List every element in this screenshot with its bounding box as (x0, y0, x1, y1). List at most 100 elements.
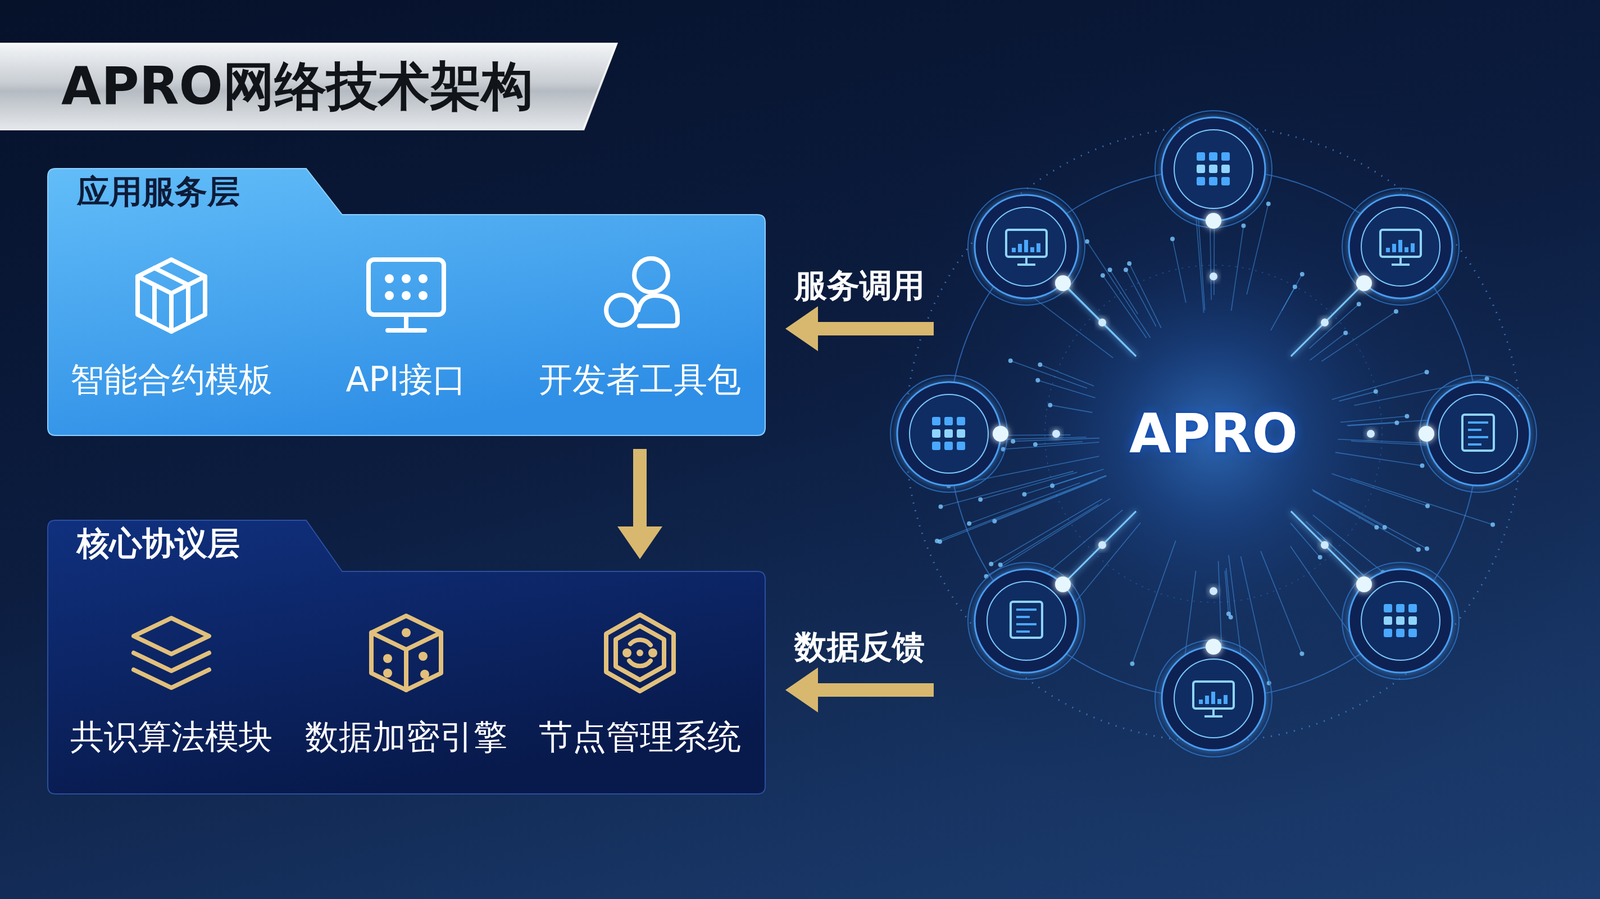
panel-shape (47, 168, 766, 436)
decor-circle (606, 294, 637, 326)
decor-circle (937, 539, 943, 544)
decor-path (185, 284, 191, 324)
decor-line (1039, 364, 1094, 386)
decor-circle (1174, 658, 1253, 738)
decor-line (1347, 422, 1397, 426)
decor-line (1332, 473, 1428, 506)
decor-line (1016, 630, 1030, 633)
decor-circle (1126, 261, 1132, 266)
decor-rect (1385, 247, 1390, 253)
arrow-label: 数据反馈 (794, 626, 925, 667)
decor-line (1003, 442, 1100, 450)
decor-circle (967, 562, 1085, 680)
decor-line (969, 482, 1080, 524)
decor-line (1391, 263, 1410, 266)
decor-circle (1356, 275, 1372, 292)
decor-circle (1241, 223, 1246, 229)
box-icon (137, 259, 206, 332)
decor-circle (1343, 330, 1348, 336)
decor-circle (418, 651, 428, 661)
decor-rect (1011, 247, 1016, 253)
decor-circle (1320, 541, 1329, 549)
decor-circle (1419, 463, 1425, 468)
decor-rect (1408, 603, 1417, 613)
decor-circle (1425, 503, 1430, 508)
decor-circle (988, 561, 994, 567)
decor-circle (1418, 425, 1435, 442)
decor-line (1037, 380, 1095, 398)
layer-heading: 核心协议层 (76, 520, 240, 567)
decor-rect (1462, 414, 1494, 451)
decor-circle (1426, 382, 1530, 486)
decor-circle (1361, 207, 1440, 286)
decor-circle (1394, 420, 1399, 425)
flow-arrow (633, 448, 647, 528)
decor-line (1339, 502, 1385, 528)
decor-circle (1366, 429, 1375, 438)
layer-panel: 核心协议层共识算法模块数据加密引擎节点管理系统 (47, 520, 766, 794)
decor-circle (401, 291, 411, 300)
decor-rect (956, 429, 966, 438)
decor-circle (1161, 117, 1266, 221)
decor-line (1010, 360, 1088, 389)
network-glow (820, 40, 1600, 827)
decor-circle (1300, 271, 1305, 277)
decor-line (1016, 623, 1037, 626)
decor-path (606, 614, 674, 692)
decor-circle (967, 188, 1085, 306)
decor-rect (1221, 176, 1230, 186)
decor-line (1066, 511, 1136, 581)
network-illustration (890, 110, 1537, 757)
decor-path (638, 295, 678, 326)
hub-label: APRO (933, 402, 1494, 466)
decor-g (1155, 638, 1272, 757)
decor-path (152, 284, 157, 324)
decor-circle (384, 274, 394, 284)
decor-circle (383, 668, 393, 678)
decor-line (1467, 421, 1489, 424)
decor-rect (944, 429, 953, 438)
diagram-title: APRO网络技术架构 (61, 42, 534, 131)
decor-circle (1161, 646, 1266, 750)
decor-circle (1084, 239, 1090, 244)
decor-g (1418, 375, 1537, 493)
module-item: 节点管理系统 (519, 604, 761, 774)
decor-rect (1410, 243, 1415, 253)
decor-rect (1396, 616, 1405, 625)
decor-line (1290, 523, 1321, 558)
decor-rect (1383, 616, 1393, 625)
decor-circle (1226, 611, 1231, 617)
decor-circle (622, 648, 632, 658)
decor-line (1312, 491, 1377, 528)
decor-circle (987, 581, 1066, 661)
decor-circle (1055, 576, 1071, 593)
decor-circle (1047, 402, 1053, 408)
layer-panel: 应用服务层智能合约模板API接口开发者工具包 (47, 168, 766, 436)
module-label: 共识算法模块 (50, 714, 293, 759)
decor-path (137, 276, 206, 294)
decor-circle (1320, 318, 1329, 327)
decor-rect (944, 441, 953, 450)
decor-rect (1017, 243, 1022, 253)
decor-rect (1408, 628, 1417, 638)
decor-line (1132, 540, 1176, 664)
decor-circle (1209, 272, 1218, 281)
module-label: 节点管理系统 (519, 714, 761, 759)
decor-circle (1317, 555, 1323, 560)
decor-line (1321, 311, 1397, 362)
monitor-icon (368, 259, 444, 331)
decor-line (1467, 443, 1482, 446)
decor-circle (1416, 547, 1421, 552)
module-icon (592, 247, 688, 343)
decor-rect (1221, 164, 1230, 174)
decor-path (133, 617, 209, 654)
decor-circle (383, 653, 393, 663)
decor-circle (905, 125, 1522, 742)
decor-circle (1035, 378, 1040, 383)
decor-circle (1123, 267, 1129, 272)
decor-line (1066, 286, 1136, 357)
decor-line (1338, 391, 1376, 402)
decor-circle (1299, 651, 1304, 657)
decor-circle (1342, 562, 1459, 680)
decor-rect (1196, 176, 1206, 186)
